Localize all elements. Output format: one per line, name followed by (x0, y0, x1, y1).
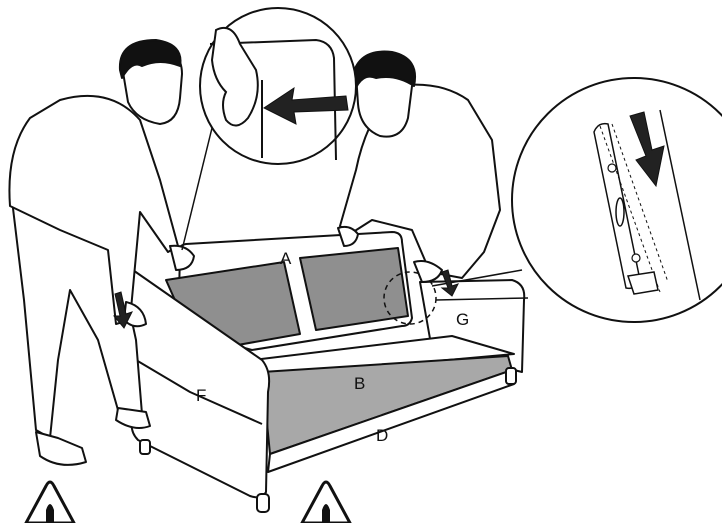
bracket-tab (628, 272, 658, 294)
bracket-screw (632, 254, 640, 262)
warning-triangle-icon (26, 482, 74, 523)
warning-triangle-icon (302, 482, 350, 523)
label-backrest: A (280, 249, 292, 268)
label-right-arm: G (456, 310, 469, 329)
label-seat: B (354, 374, 365, 393)
bracket-screw (608, 164, 616, 172)
sofa-foot (257, 494, 269, 512)
sofa-foot (140, 440, 150, 454)
label-front-rail: D (376, 426, 388, 445)
back-cushion-right (300, 248, 408, 330)
label-left-arm: F (196, 386, 206, 405)
sofa-foot (506, 368, 516, 384)
bracket-slot (616, 198, 624, 226)
zoom-detail-hand (182, 8, 356, 250)
connector-line (182, 128, 212, 250)
zoom-detail-bracket (512, 78, 722, 322)
person-left-shoe (116, 408, 150, 428)
person-left-shoe (36, 432, 86, 465)
